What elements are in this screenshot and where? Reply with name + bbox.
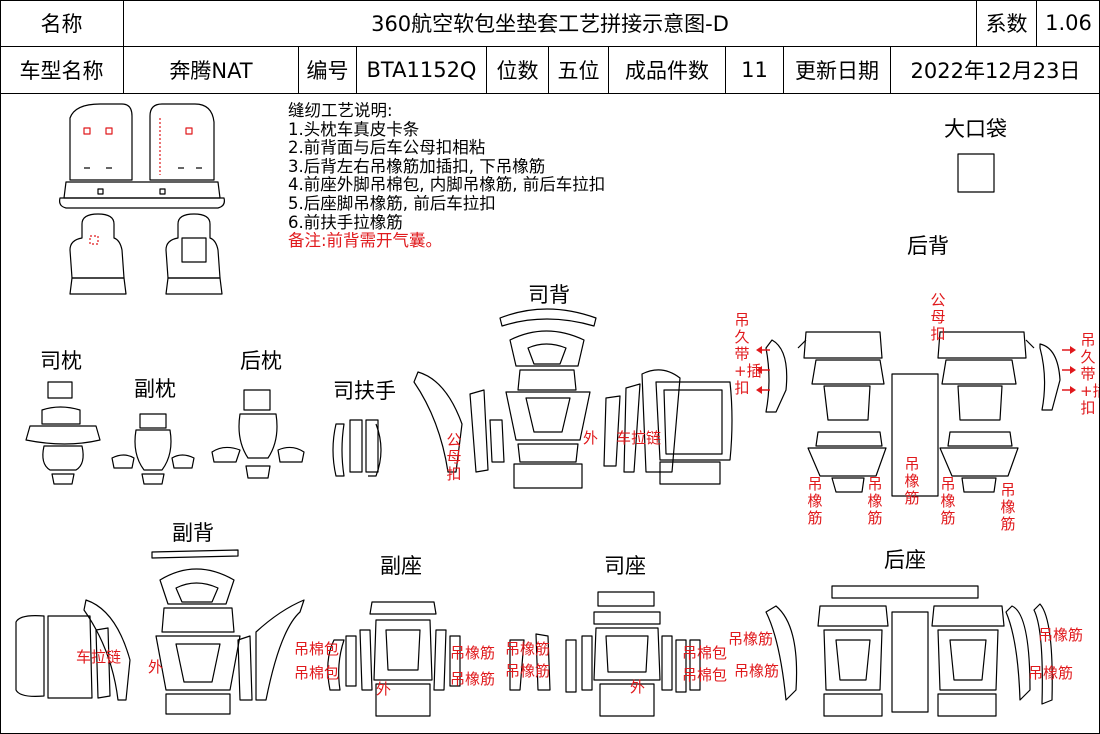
pieces-value: 11 — [726, 47, 784, 94]
annotation-elastic: 吊橡筋 — [807, 475, 823, 527]
seats-label: 位数 — [487, 47, 549, 94]
annotation-cotton: 吊棉包 — [682, 666, 728, 684]
annotation-cotton: 吊棉包 — [294, 664, 340, 682]
note-item: 1.头枕车真皮卡条 — [288, 119, 420, 139]
notes-heading: 缝纫工艺说明: — [288, 101, 393, 120]
driver-armrest-label: 司扶手 — [333, 379, 396, 403]
rear-bench-overview — [59, 103, 225, 209]
big-bag-label: 大口袋 — [944, 117, 1007, 141]
model-label: 车型名称 — [0, 47, 124, 94]
code-value: BTA1152Q — [357, 47, 487, 94]
driver-seat-label: 司座 — [604, 554, 646, 578]
annotation-elastic: 吊橡筋 — [1028, 664, 1074, 682]
annotation-elastic: 吊橡筋 — [940, 475, 956, 527]
rear-seat-label: 后座 — [884, 548, 926, 572]
big-bag-pattern — [957, 153, 995, 193]
name-label: 名称 — [0, 0, 124, 47]
front-seat-overview — [69, 213, 223, 295]
note-item: 2.前背面与后车公母扣相粘 — [288, 138, 486, 158]
code-label: 编号 — [299, 47, 357, 94]
annotation-elastic: 吊橡筋 — [450, 670, 496, 688]
date-value: 2022年12月23日 — [891, 47, 1100, 94]
driver-headrest-pattern — [25, 381, 101, 485]
annotation-male-female: 公母扣 — [930, 291, 946, 343]
annotation-cotton: 吊棉包 — [682, 644, 728, 662]
note-item: 6.前扶手拉橡筋 — [288, 212, 403, 232]
notes-remark: 备注:前背需开气囊。 — [288, 231, 443, 251]
annotation-elastic: 吊橡筋 — [904, 455, 920, 507]
passenger-headrest-label: 副枕 — [134, 377, 176, 401]
passenger-seat-pattern — [327, 601, 551, 717]
driver-back-pattern — [413, 308, 733, 489]
annotation-hook-insert: 吊久带+插扣 — [1080, 331, 1100, 417]
annotation-elastic: 吊橡筋 — [450, 644, 496, 662]
rear-back-label: 后背 — [907, 234, 949, 258]
note-item: 5.后座脚吊橡筋, 前后车拉扣 — [288, 193, 496, 213]
annotation-outer: 外 — [148, 658, 164, 676]
rear-headrest-label: 后枕 — [240, 349, 282, 373]
driver-headrest-label: 司枕 — [40, 349, 82, 373]
annotation-elastic: 吊橡筋 — [728, 630, 774, 648]
annotation-zipper: 车拉链 — [616, 429, 662, 447]
date-label: 更新日期 — [784, 47, 891, 94]
note-item: 4.前座外脚吊棉包, 内脚吊橡筋, 前后车拉扣 — [288, 175, 606, 195]
annotation-elastic: 吊橡筋 — [505, 640, 551, 658]
annotation-zipper: 车拉链 — [76, 648, 122, 666]
seats-value: 五位 — [549, 47, 609, 94]
rear-back-pattern — [765, 331, 1061, 497]
header-table: 名称 360航空软包坐垫套工艺拼接示意图-D 系数 1.06 车型名称 奔腾NA… — [0, 0, 1100, 94]
diagram-title: 360航空软包坐垫套工艺拼接示意图-D — [124, 0, 977, 47]
coef-label: 系数 — [977, 0, 1037, 47]
annotation-outer: 外 — [376, 680, 392, 698]
annotation-hook-insert: 吊久带+插扣 — [734, 311, 762, 397]
pieces-label: 成品件数 — [609, 47, 726, 94]
annotation-outer: 外 — [583, 429, 599, 447]
annotation-elastic: 吊橡筋 — [1038, 626, 1084, 644]
coef-value: 1.06 — [1037, 0, 1100, 47]
annotation-snap: 公母扣 — [446, 431, 462, 483]
passenger-headrest-pattern — [111, 413, 195, 485]
rear-seat-pattern — [765, 585, 1053, 717]
driver-armrest-pattern — [332, 419, 382, 477]
sewing-notes: 缝纫工艺说明: 1.头枕车真皮卡条 2.前背面与后车公母扣相粘 3.后背左右吊橡… — [288, 101, 606, 251]
passenger-seat-label: 副座 — [380, 554, 422, 578]
driver-seat-pattern — [565, 591, 701, 717]
model-value: 奔腾NAT — [124, 47, 299, 94]
annotation-elastic: 吊橡筋 — [1000, 481, 1016, 533]
rear-back-arrows — [756, 346, 1076, 394]
annotation-elastic: 吊橡筋 — [734, 662, 780, 680]
passenger-back-pattern — [15, 549, 305, 715]
passenger-back-label: 副背 — [172, 521, 214, 545]
note-item: 3.后背左右吊橡筋加插扣, 下吊橡筋 — [288, 156, 546, 176]
driver-back-label: 司背 — [528, 283, 570, 307]
rear-headrest-pattern — [211, 389, 305, 479]
annotation-outer: 外 — [630, 678, 646, 696]
annotation-elastic: 吊橡筋 — [867, 475, 883, 527]
annotation-elastic: 吊橡筋 — [505, 662, 551, 680]
annotation-cotton: 吊棉包 — [294, 640, 340, 658]
